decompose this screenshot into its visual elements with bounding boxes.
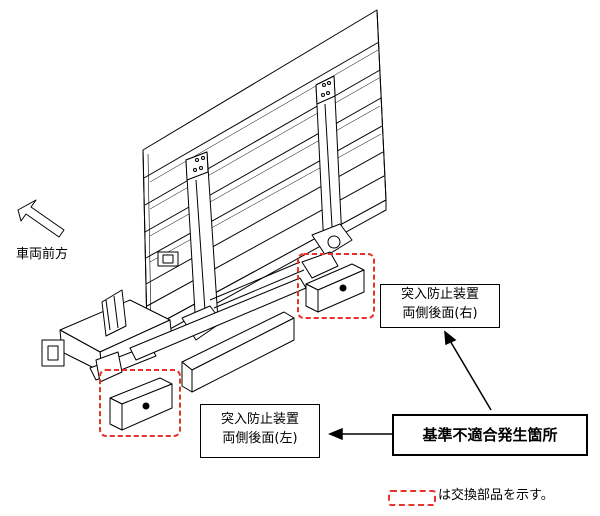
callout-left: 突入防止装置 両側後面(左) [200,404,320,458]
callout-right-line2: 両側後面(右) [402,306,478,321]
highlight-frame-left [99,369,181,437]
legend-swatch [388,490,436,506]
legend-text: は交換部品を示す。 [438,488,554,503]
support-arm-left [185,151,219,331]
callout-right: 突入防止装置 両側後面(右) [380,284,500,328]
support-arm-right [315,75,343,249]
chassis-frame [41,261,307,383]
callout-left-line1: 突入防止装置 [220,412,299,427]
nonconformity-label: 基準不適合発生箇所 [392,414,588,456]
center-guard-beam [181,311,295,393]
front-direction-label: 車両前方 [16,247,69,262]
highlight-frame-right [297,253,375,319]
left-rear-guard-block [109,377,173,431]
front-direction-arrow [17,199,65,238]
callout-left-line2: 両側後面(左) [222,431,298,446]
callout-right-line1: 突入防止装置 [400,287,479,302]
right-rear-guard-block [305,263,365,313]
leader-to-right-callout [448,338,492,411]
